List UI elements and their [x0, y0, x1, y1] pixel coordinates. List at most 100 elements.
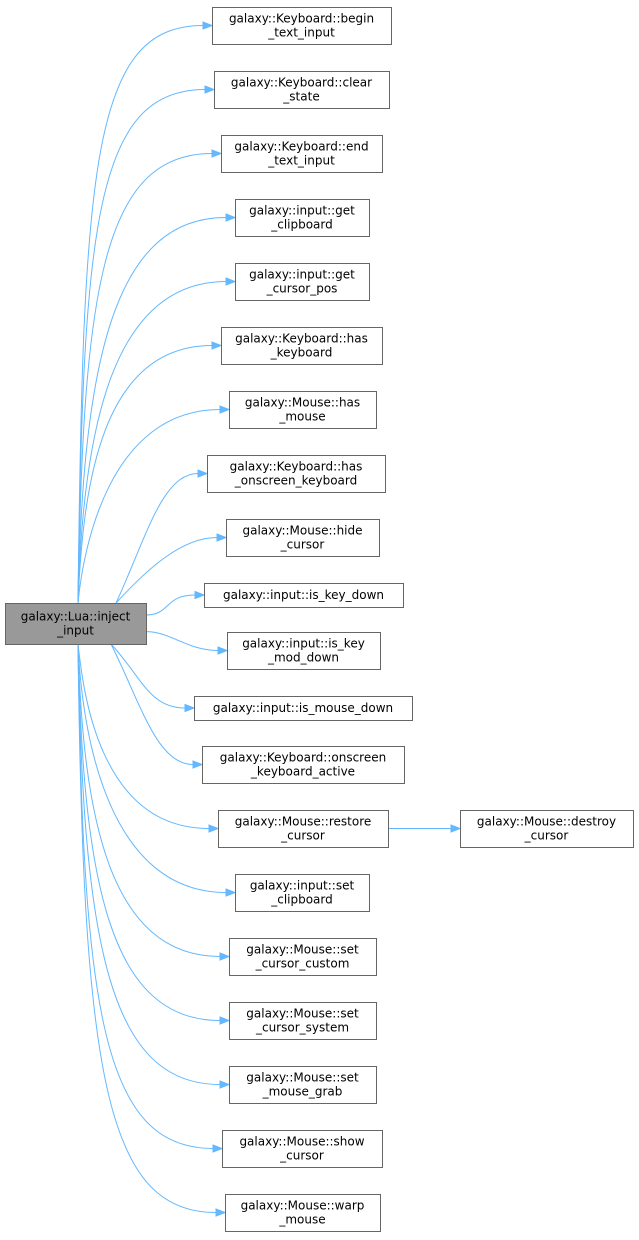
node-galaxy-lua-inject-input[interactable]: galaxy::Lua::inject_input [5, 603, 147, 645]
node-label-line: _text_input [267, 26, 335, 40]
edge-line [77, 643, 210, 829]
node-galaxy-mouse-set-cursor-custom[interactable]: galaxy::Mouse::set_cursor_custom [229, 938, 377, 976]
node-galaxy-keyboard-onscreen-keyboard-active[interactable]: galaxy::Keyboard::onscreen_keyboard_acti… [202, 746, 405, 784]
edge-line [77, 345, 213, 604]
node-galaxy-keyboard-clear-state[interactable]: galaxy::Keyboard::clear_state [214, 71, 390, 109]
node-box [194, 696, 413, 721]
arrowhead [208, 824, 220, 833]
node-galaxy-keyboard-has-keyboard[interactable]: galaxy::Keyboard::has_keyboard [221, 327, 383, 365]
node-box [5, 603, 147, 645]
node-label-line: galaxy::Lua::inject [21, 610, 131, 624]
edge-line [77, 643, 217, 1213]
node-galaxy-keyboard-has-onscreen-keyboard[interactable]: galaxy::Keyboard::has_onscreen_keyboard [207, 455, 386, 493]
edge-line [77, 643, 221, 957]
node-label-line: galaxy::Mouse::show [239, 1135, 364, 1149]
node-galaxy-mouse-set-cursor-system[interactable]: galaxy::Mouse::set_cursor_system [229, 1002, 377, 1040]
edge-line [145, 631, 219, 651]
edge-line [77, 153, 213, 604]
node-label-line: _cursor_system [255, 1021, 349, 1035]
node-label-line: galaxy::input::is_key [242, 637, 365, 651]
node-box [221, 135, 383, 173]
node-label-line: galaxy::Mouse::set [246, 1007, 359, 1021]
node-galaxy-mouse-show-cursor[interactable]: galaxy::Mouse::show_cursor [222, 1130, 383, 1168]
edge-line [115, 473, 199, 604]
node-galaxy-input-is-key-mod-down[interactable]: galaxy::input::is_key_mod_down [227, 632, 381, 670]
arrowhead [211, 149, 223, 158]
edge-n14-to-n21 [388, 824, 462, 833]
node-label-line: galaxy::Keyboard::end [234, 140, 368, 154]
edge-line [145, 594, 196, 616]
node-box [225, 1194, 381, 1232]
node-galaxy-mouse-set-mouse-grab[interactable]: galaxy::Mouse::set_mouse_grab [229, 1066, 377, 1104]
node-galaxy-input-get-cursor-pos[interactable]: galaxy::input::get_cursor_pos [235, 263, 370, 301]
arrowhead [217, 646, 229, 655]
node-label-line: galaxy::Mouse::warp [241, 1199, 365, 1213]
node-label-line: _keyboard [270, 346, 333, 360]
edge-root-to-n13 [110, 643, 204, 769]
edge-root-to-n17 [77, 643, 231, 1025]
edge-root-to-n20 [77, 643, 227, 1217]
arrowhead [216, 533, 228, 542]
node-box [218, 810, 389, 848]
arrowhead [202, 21, 214, 30]
node-galaxy-mouse-destroy-cursor[interactable]: galaxy::Mouse::destroy_cursor [460, 810, 634, 848]
node-box [227, 632, 381, 670]
node-label-line: _mouse [278, 1213, 325, 1227]
edge-line [77, 89, 206, 604]
node-box [229, 1002, 377, 1040]
edge-root-to-n3 [77, 149, 223, 604]
node-label-line: galaxy::Mouse::hide [242, 524, 362, 538]
node-label-line: _cursor_pos [266, 282, 338, 296]
node-galaxy-mouse-hide-cursor[interactable]: galaxy::Mouse::hide_cursor [226, 519, 380, 557]
arrowhead [225, 888, 237, 897]
arrowhead [219, 405, 231, 414]
node-galaxy-mouse-restore-cursor[interactable]: galaxy::Mouse::restore_cursor [218, 810, 389, 848]
arrowhead [225, 213, 237, 222]
edge-line [77, 643, 227, 893]
node-galaxy-input-set-clipboard[interactable]: galaxy::input::set_clipboard [235, 874, 370, 912]
node-label-line: _clipboard [270, 218, 333, 232]
node-galaxy-keyboard-begin-text-input[interactable]: galaxy::Keyboard::begin_text_input [212, 7, 392, 45]
node-label-line: galaxy::Keyboard::has [230, 460, 363, 474]
node-galaxy-keyboard-end-text-input[interactable]: galaxy::Keyboard::end_text_input [221, 135, 383, 173]
node-box [229, 938, 377, 976]
node-label-line: galaxy::Mouse::has [245, 396, 360, 410]
node-label-line: _keyboard_active [250, 765, 355, 779]
edge-root-to-n9 [115, 533, 228, 604]
node-box [207, 455, 386, 493]
node-galaxy-mouse-warp-mouse[interactable]: galaxy::Mouse::warp_mouse [225, 1194, 381, 1232]
arrowhead [450, 824, 462, 833]
node-galaxy-input-is-key-down[interactable]: galaxy::input::is_key_down [204, 583, 404, 608]
edge-line [77, 217, 227, 604]
node-label-line: _cursor_custom [255, 957, 350, 971]
edge-root-to-n8 [115, 469, 209, 604]
node-label-line: _cursor [280, 538, 325, 552]
arrowhead [204, 85, 216, 94]
edge-root-to-n15 [77, 643, 237, 897]
node-label-line: _cursor [524, 829, 569, 843]
arrowhead [219, 952, 231, 961]
edge-root-to-n4 [77, 213, 237, 604]
arrowhead [192, 760, 204, 769]
node-box [212, 7, 392, 45]
node-galaxy-input-get-clipboard[interactable]: galaxy::input::get_clipboard [235, 199, 370, 237]
node-label-line: _mouse [278, 410, 325, 424]
node-box [235, 874, 370, 912]
node-label-line: _clipboard [270, 893, 333, 907]
node-galaxy-mouse-has-mouse[interactable]: galaxy::Mouse::has_mouse [229, 391, 377, 429]
node-galaxy-input-is-mouse-down[interactable]: galaxy::input::is_mouse_down [194, 696, 413, 721]
edge-line [77, 643, 221, 1085]
edge-root-to-n7 [77, 405, 231, 604]
node-box [222, 1130, 383, 1168]
node-label-line: _mod_down [267, 651, 339, 665]
node-label-line: _text_input [267, 154, 335, 168]
node-box [235, 199, 370, 237]
node-label-line: galaxy::Keyboard::has [235, 332, 368, 346]
edge-line [77, 409, 221, 604]
node-box [204, 583, 404, 608]
node-label-line: _mouse_grab [262, 1085, 343, 1099]
node-label-line: _input [56, 624, 94, 638]
node-box [229, 391, 377, 429]
node-label-line: galaxy::Keyboard::onscreen [220, 751, 386, 765]
